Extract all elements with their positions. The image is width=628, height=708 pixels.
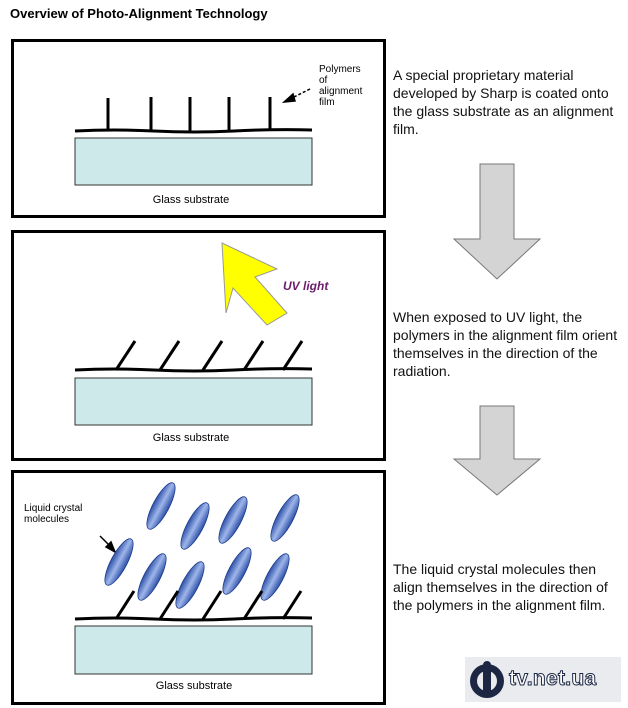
polymers-label-4: film <box>319 97 335 108</box>
glass-label: Glass substrate <box>156 680 232 692</box>
vertical-polymers <box>106 97 272 131</box>
uv-arrow-icon <box>221 242 288 326</box>
lc-molecule <box>218 496 248 544</box>
pointer-arrow-icon <box>99 535 117 554</box>
glass-substrate <box>74 137 313 186</box>
lc-molecule <box>175 561 205 609</box>
watermark-text: tv.net.ua <box>509 667 597 691</box>
tilted-polymers <box>114 340 304 371</box>
uv-diagram: UV light Glass substrate <box>74 242 329 444</box>
glass-substrate <box>74 625 313 675</box>
watermark-logo-icon <box>470 661 504 698</box>
lc-molecule <box>180 502 210 550</box>
polymers-label-1: Polymers <box>319 64 361 75</box>
lc-molecule <box>222 547 252 595</box>
alignment-film-line <box>74 367 313 373</box>
pointer-arrow-icon <box>281 88 311 103</box>
lc-label-2: molecules <box>24 514 69 525</box>
alignment-film-line <box>74 616 313 622</box>
lc-diagram: Liquid crystal molecules Glass substrate <box>24 482 313 692</box>
glass-label: Glass substrate <box>153 432 229 444</box>
down-arrow-icon <box>452 405 542 496</box>
lc-molecule <box>146 482 176 530</box>
lc-label-1: Liquid crystal <box>24 503 82 514</box>
polymers-label-3: alignment <box>319 86 363 97</box>
lc-molecule <box>137 553 167 601</box>
watermark-box <box>465 657 621 702</box>
tilted-polymers <box>114 590 303 620</box>
description-liquid-crystal: The liquid crystal molecules then align … <box>393 561 608 613</box>
polymers-label-2: of <box>319 75 328 86</box>
alignment-film-line <box>74 128 313 134</box>
lc-molecules <box>104 482 300 609</box>
panel-liquid-crystal: Liquid crystal molecules Glass substrate <box>11 470 386 705</box>
lc-molecule <box>260 553 290 601</box>
uv-label: UV light <box>283 279 329 293</box>
down-arrow-icon <box>452 163 542 280</box>
page-title: Overview of Photo-Alignment Technology <box>10 6 268 21</box>
coating-diagram: Polymers of alignment film Glass substra… <box>74 64 363 206</box>
panel-uv-exposure: UV light Glass substrate <box>11 230 386 461</box>
description-coating: A special proprietary material developed… <box>393 67 614 137</box>
description-uv: When exposed to UV light, the polymers i… <box>393 309 618 379</box>
panel-coating: Polymers of alignment film Glass substra… <box>11 39 386 218</box>
glass-label: Glass substrate <box>153 194 229 206</box>
lc-molecule <box>104 538 134 586</box>
lc-molecule <box>270 494 300 542</box>
glass-substrate <box>74 377 313 426</box>
